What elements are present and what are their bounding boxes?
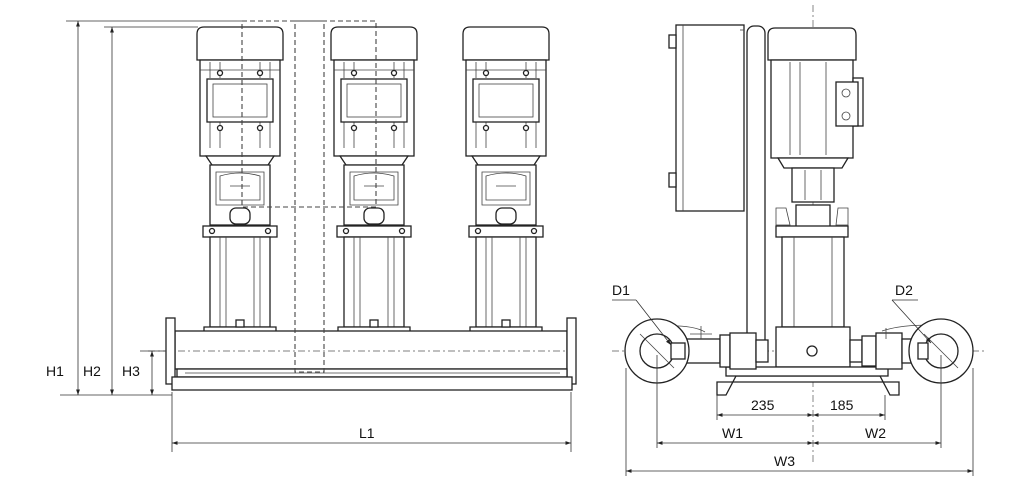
label-h1: H1 bbox=[46, 363, 64, 379]
label-dim-185: 185 bbox=[830, 397, 854, 413]
label-d2: D2 bbox=[895, 282, 913, 298]
front-view: H1 H2 H3 L1 bbox=[46, 20, 578, 452]
label-l1: L1 bbox=[359, 425, 375, 441]
label-dim-235: 235 bbox=[751, 397, 775, 413]
label-h3: H3 bbox=[122, 363, 140, 379]
label-d1: D1 bbox=[612, 282, 630, 298]
label-h2: H2 bbox=[83, 363, 101, 379]
label-w3: W3 bbox=[774, 453, 795, 469]
label-w2: W2 bbox=[865, 425, 886, 441]
label-w1: W1 bbox=[722, 425, 743, 441]
side-view: D1 D2 235 185 W1 W2 W3 bbox=[612, 5, 985, 476]
